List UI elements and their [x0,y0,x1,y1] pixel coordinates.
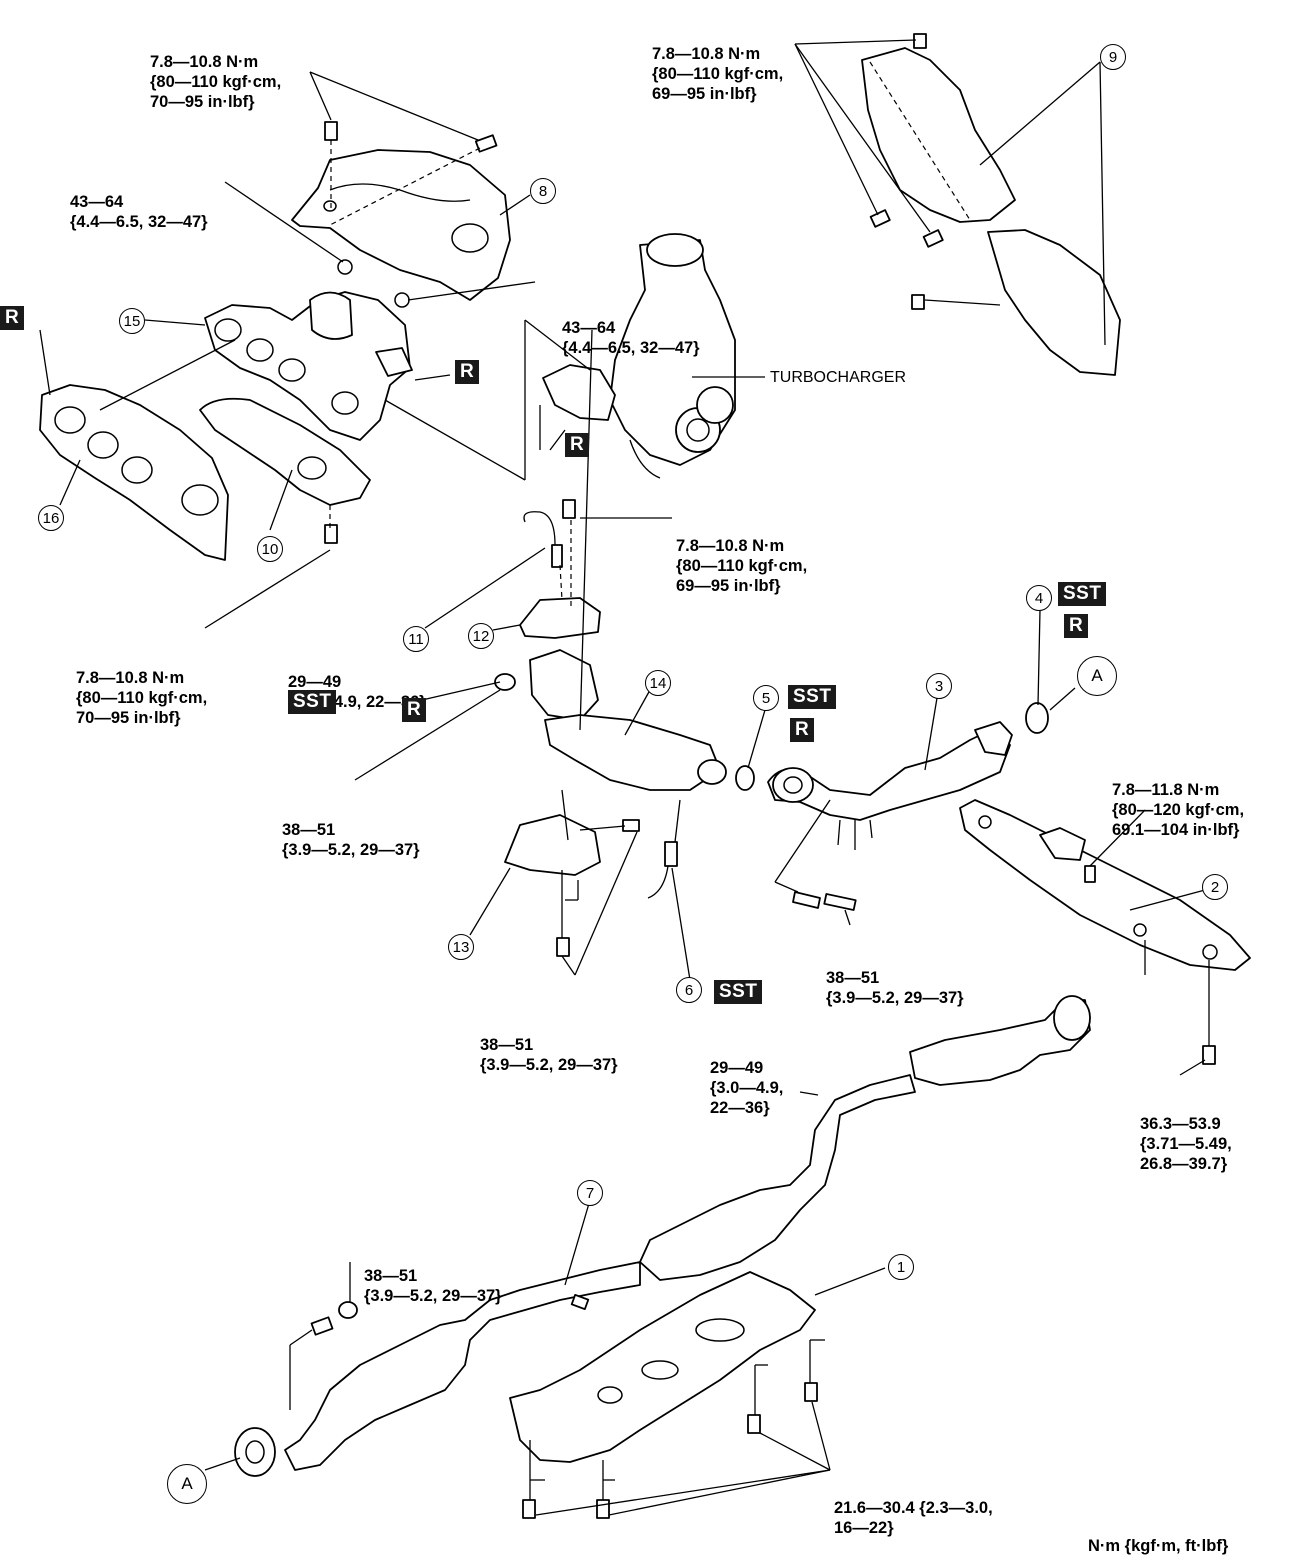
part-number-13: 13 [448,934,474,960]
connection-ref-a-lower: A [167,1464,207,1504]
sst-badge-gasket-4: SST [1058,582,1107,606]
leader-lines [39,39,1210,1516]
torque-label-tunnel-member-bolt: 7.8—11.8 N·m{80—120 kgf·cm,69.1—104 in·l… [1112,781,1245,839]
bolts [310,33,1216,1519]
spring-bolt-mid [792,891,857,911]
connection-ref-a-upper: A [1077,656,1117,696]
torque-label-under-cover-bolts: 21.6—30.4 {2.3—3.0,16—22} [834,1499,993,1537]
part-number-15: 15 [119,308,145,334]
replace-badge-nut: R [402,698,427,722]
sst-badge-sensor-6: SST [714,980,763,1004]
torque-label-sensor-6: 29—49{3.0—4.9,22—36} [710,1059,784,1117]
warm-up-converter [529,649,727,791]
units-legend: N·m {kgf·m, ft·lbf} [1088,1537,1229,1555]
gasket-4 [1025,702,1049,734]
turbocharger [542,233,736,479]
torque-label-insulator-13-bolts: 38—51{3.9—5.2, 29—37} [480,1036,618,1074]
heat-insulator-9 [861,47,1121,376]
oxygen-sensor-6 [647,841,678,899]
part-number-11: 11 [403,626,429,652]
part-number-7: 7 [577,1180,603,1206]
exhaust-manifold [204,259,413,441]
torque-label-main-silencer-bolt: 38—51{3.9—5.2, 29—37} [364,1267,502,1305]
gasket-16 [39,384,229,561]
part-number-1: 1 [888,1254,914,1280]
main-silencer-pipe [234,995,1091,1477]
part-number-4: 4 [1026,585,1052,611]
part-number-3: 3 [926,673,952,699]
heat-insulator-lower [199,397,371,506]
torque-label-front-pipe-bolt: 38—51{3.9—5.2, 29—37} [826,969,964,1007]
heat-insulator-upper [291,149,511,301]
torque-label-lower-insulator: 7.8—10.8 N·m{80—110 kgf·cm,70—95 in·lbf} [76,669,208,727]
part-number-12: 12 [468,623,494,649]
part-number-14: 14 [645,670,671,696]
turbocharger-label: TURBOCHARGER [770,369,907,386]
replace-badge-gasket-5: R [790,718,815,742]
torque-label-tunnel-member-lower: 36.3—53.9{3.71—5.49,26.8—39.7} [1140,1115,1232,1173]
torque-label-manifold-nut-left: 43—64{4.4—6.5, 32—47} [70,193,208,231]
heat-insulator-12 [519,597,601,639]
torque-label-sensor-bracket: 7.8—10.8 N·m{80—110 kgf·cm,69—95 in·lbf} [676,537,808,595]
part-number-2: 2 [1202,874,1228,900]
tunnel-member [959,799,1251,971]
replace-badge-turbo-gasket: R [565,433,590,457]
sst-badge-sensor-11: SST [288,690,337,714]
replace-badge-manifold-gasket: R [455,360,480,384]
part-number-8: 8 [530,178,556,204]
part-number-16: 16 [38,505,64,531]
gasket-5 [735,765,755,791]
part-number-9: 9 [1100,44,1126,70]
torque-label-manifold-nut-mid: 43—64{4.4—6.5, 32—47} [562,319,700,357]
torque-label-converter-nut: 38—51{3.9—5.2, 29—37} [282,821,420,859]
replace-badge-gasket-4: R [1064,614,1089,638]
part-number-10: 10 [257,536,283,562]
part-number-6: 6 [676,977,702,1003]
nut-14 [494,673,516,691]
sst-badge-gasket-5: SST [788,685,837,709]
torque-label-insulator-9-bolts: 7.8—10.8 N·m{80—110 kgf·cm,69—95 in·lbf} [652,45,784,103]
heat-insulator-13 [504,814,601,876]
torque-label-heat-insulator-bolts: 7.8—10.8 N·m{80—110 kgf·cm,70—95 in·lbf} [150,53,282,111]
part-number-5: 5 [753,685,779,711]
replace-badge-gasket-16: R [0,306,25,330]
under-cover [509,1271,816,1463]
front-pipe [767,721,1013,850]
oxygen-sensor-11 [523,511,563,568]
